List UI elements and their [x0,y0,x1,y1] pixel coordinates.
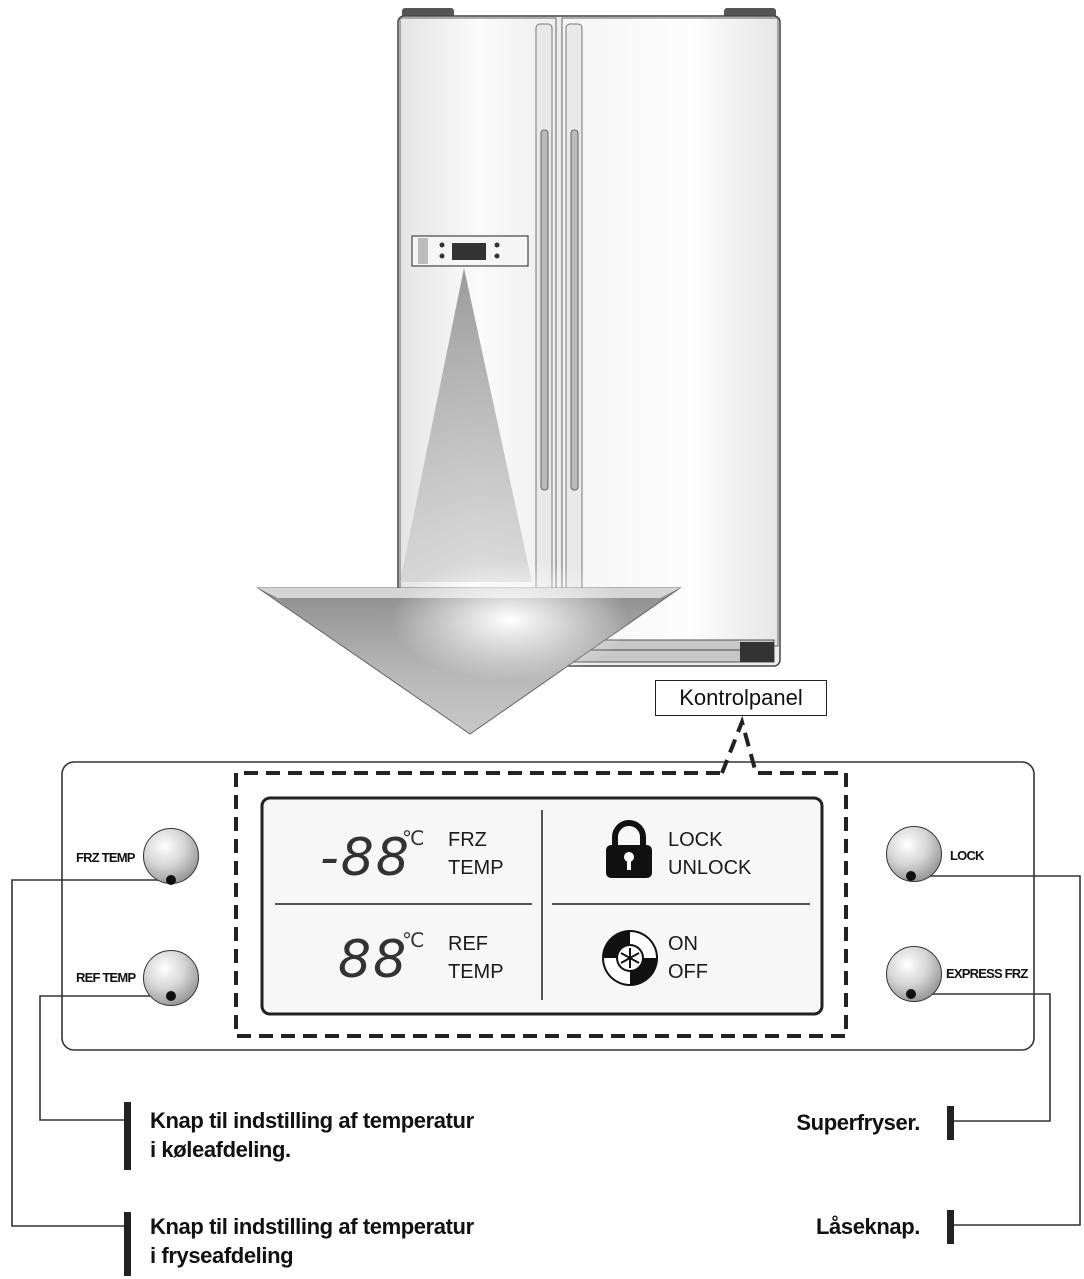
ref-label-line2: TEMP [448,961,504,983]
ref-temp-description: Knap til indstilling af temperatur i køl… [150,1106,474,1164]
express-frz-button-label: EXPRESS FRZ [946,966,1028,981]
snowflake-swirl-icon [602,930,658,986]
ref-temp-description-line2: i køleafdeling. [150,1137,291,1162]
ref-temp-button-dot [166,991,176,1001]
frz-temp-button-label: FRZ TEMP [76,850,135,865]
ref-temp-button-label: REF TEMP [76,970,136,985]
express-status-line1: ON [668,933,698,955]
lock-description: Låseknap. [815,1214,920,1239]
fridge-door [561,17,779,647]
lock-button-dot [906,871,916,881]
ref-degree-unit: ℃ [402,928,425,952]
door-control-panel [411,235,529,267]
express-frz-button-dot [906,989,916,999]
frz-degree-unit: ℃ [402,826,425,850]
frz-temp-description: Knap til indstilling af temperatur i fry… [150,1212,474,1270]
ref-temp-description-line1: Knap til indstilling af temperatur [150,1108,474,1133]
lock-button-label: LOCK [950,848,984,863]
express-status-line2: OFF [668,961,708,983]
frz-temp-readout: -88 [320,828,411,888]
express-frz-description: Superfryser. [796,1110,920,1135]
ref-temp-readout: 88 [338,930,409,990]
frz-label-line2: TEMP [448,857,504,879]
leader-lines [11,875,1081,1227]
ref-label-line1: REF [448,933,488,955]
lock-status-line1: LOCK [668,829,723,851]
projection-beam [400,268,532,582]
control-panel-callout: Kontrolpanel [655,680,827,716]
panel-outline [61,761,1035,1051]
frz-temp-button-dot [166,875,176,885]
projection-arrow [256,560,682,735]
padlock-icon [606,820,652,878]
frz-label-line1: FRZ [448,829,487,851]
lock-status-line2: UNLOCK [668,857,752,879]
frz-temp-description-line2: i fryseafdeling [150,1243,294,1268]
frz-temp-button[interactable] [143,828,199,884]
callout-dashed-frame [234,715,848,1038]
frz-temp-description-line1: Knap til indstilling af temperatur [150,1214,474,1239]
